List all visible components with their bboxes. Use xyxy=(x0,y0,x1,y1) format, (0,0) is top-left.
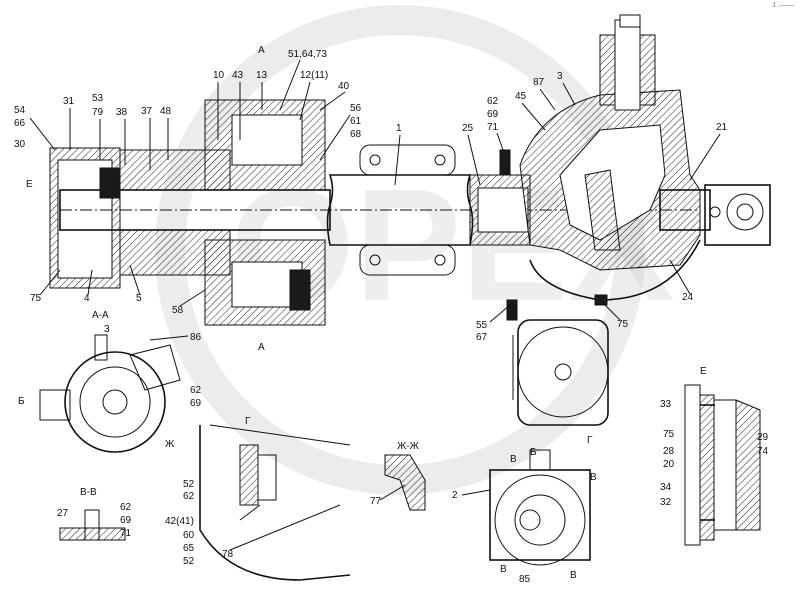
callout: 62 xyxy=(183,491,195,502)
callout: 60 xyxy=(183,530,195,541)
callout: 68 xyxy=(350,129,362,140)
callout: 48 xyxy=(160,106,172,117)
callout: 40 xyxy=(338,81,350,92)
callout: 29 xyxy=(757,432,769,443)
callout: 65 xyxy=(183,543,195,554)
callout: 33 xyxy=(660,399,672,410)
leader-lines xyxy=(29,59,721,551)
callout: 62 xyxy=(120,502,132,513)
callout: 53 xyxy=(92,93,104,104)
view-g xyxy=(199,424,351,581)
main-axle-view xyxy=(49,14,771,326)
view-marker-e-left: Е xyxy=(26,179,33,190)
callout: 21 xyxy=(716,122,728,133)
callout: 58 xyxy=(172,305,184,316)
view-e xyxy=(684,384,761,546)
callout: 54 xyxy=(14,105,26,116)
callout: 85 xyxy=(519,574,531,585)
view-marker-b-left: Б xyxy=(18,396,25,407)
view-marker-v3: В xyxy=(500,564,507,575)
callout: 34 xyxy=(660,482,672,493)
callout: 52 xyxy=(183,556,195,567)
callout: 69 xyxy=(190,398,202,409)
callout: 69 xyxy=(120,515,132,526)
callout: 56 xyxy=(350,103,362,114)
callout: 67 xyxy=(476,332,488,343)
callout: 2 xyxy=(452,490,458,501)
callout: 69 xyxy=(487,109,499,120)
callout: 74 xyxy=(757,446,769,457)
callout: 27 xyxy=(57,508,69,519)
brake-chamber-view xyxy=(512,319,609,426)
section-title-b: Б xyxy=(530,447,537,458)
section-title-g: Г xyxy=(245,416,251,427)
view-marker-zh: Ж xyxy=(165,439,175,450)
callout: 31 xyxy=(63,96,75,107)
view-marker-v1: В xyxy=(510,454,517,465)
view-b xyxy=(489,449,591,566)
callout: 77 xyxy=(370,496,382,507)
callout: 52 xyxy=(183,479,195,490)
callout: 51,64,73 xyxy=(288,49,327,60)
view-marker-a-bottom: А xyxy=(258,342,265,353)
callout: 61 xyxy=(350,116,362,127)
callout: 78 xyxy=(222,549,234,560)
callout: 62 xyxy=(487,96,499,107)
section-title-e: Е xyxy=(700,366,707,377)
view-marker-g: Г xyxy=(587,435,593,446)
callout: 62 xyxy=(190,385,202,396)
section-title-aa: А-А xyxy=(92,310,109,321)
view-marker-v2: В xyxy=(590,472,597,483)
callout: 55 xyxy=(476,320,488,331)
callout: 75 xyxy=(617,319,629,330)
callout: 75 xyxy=(30,293,42,304)
callout: 13 xyxy=(256,70,268,81)
callout: 42(41) xyxy=(165,516,194,527)
callout: 86 xyxy=(190,332,202,343)
view-aa xyxy=(39,334,181,453)
callout: 5 xyxy=(136,293,142,304)
section-title-zhzh: Ж-Ж xyxy=(397,441,420,452)
callout: 38 xyxy=(116,107,128,118)
callout: 1 xyxy=(396,123,402,134)
callout: 71 xyxy=(120,528,132,539)
callout: 28 xyxy=(663,446,675,457)
callout: 79 xyxy=(92,107,104,118)
callout: 45 xyxy=(515,91,527,102)
callout: 71 xyxy=(487,122,499,133)
section-title-vv: В-В xyxy=(80,487,97,498)
view-zhzh xyxy=(384,454,426,511)
callout: 10 xyxy=(213,70,225,81)
callout: 25 xyxy=(462,123,474,134)
callout: 3 xyxy=(557,71,563,82)
callout: 66 xyxy=(14,118,26,129)
callout: 37 xyxy=(141,106,153,117)
view-marker-a-top: А xyxy=(258,45,265,56)
callout: 32 xyxy=(660,497,672,508)
callout: 3 xyxy=(104,324,110,335)
callout: 30 xyxy=(14,139,26,150)
view-marker-v4: В xyxy=(570,570,577,581)
callout: 12(11) xyxy=(300,70,328,81)
callout: 75 xyxy=(663,429,675,440)
callout: 4 xyxy=(84,293,90,304)
callout: 43 xyxy=(232,70,244,81)
corner-mark: 1 :—— xyxy=(772,2,794,9)
callout: 87 xyxy=(533,77,545,88)
callout: 20 xyxy=(663,459,675,470)
view-vv xyxy=(59,509,126,541)
callout: 24 xyxy=(682,292,694,303)
